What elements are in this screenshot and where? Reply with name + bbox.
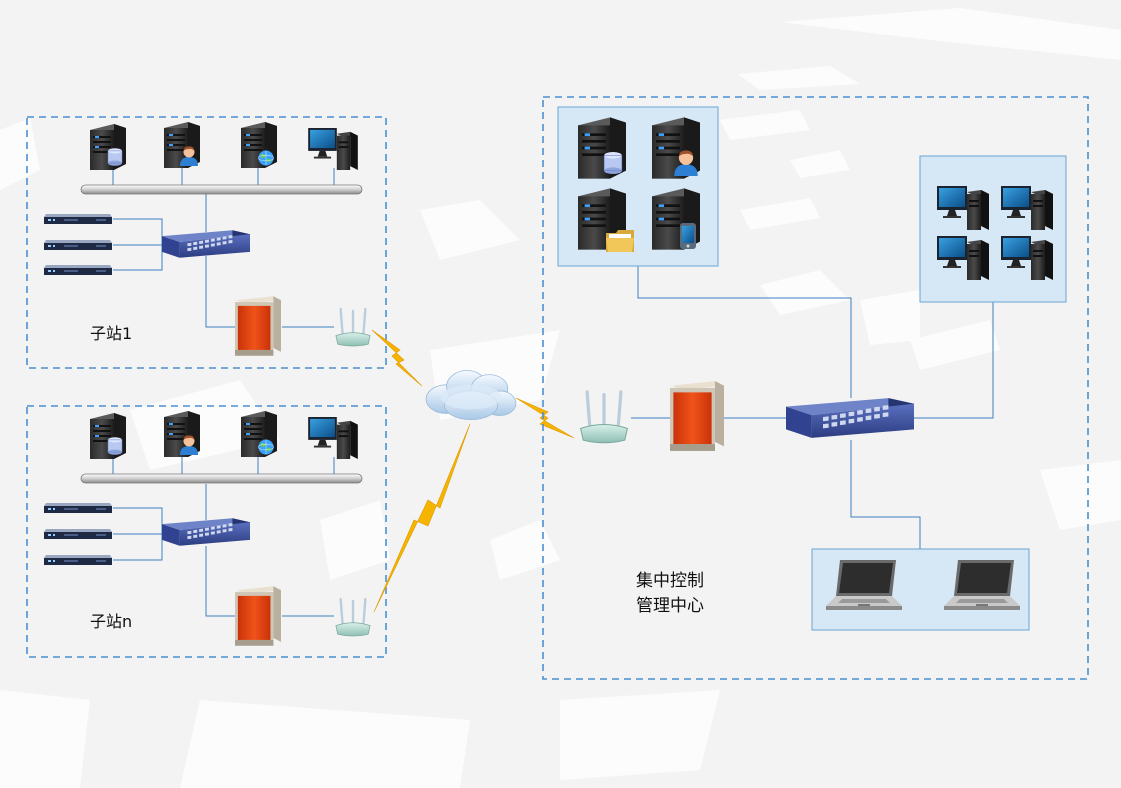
- control-center-links: [631, 266, 994, 549]
- station-1-switch-icon: [162, 230, 250, 258]
- cc-router-icon: [578, 390, 630, 445]
- database-icon: [107, 436, 123, 456]
- station-n-server-db: [90, 413, 126, 459]
- control-center: 集中控制 管理中心: [542, 96, 1089, 680]
- station-n-workstation-icon: [308, 417, 358, 459]
- station-1-router-icon: [334, 307, 372, 348]
- station-n-server-user: [164, 411, 200, 457]
- folder-icon: [606, 230, 634, 252]
- station-1-rack-unit-icon: [44, 240, 112, 250]
- lightning-link-icon: [371, 329, 423, 387]
- station-1-rack-unit-icon: [44, 214, 112, 224]
- cc-server-db: [578, 117, 626, 179]
- station-1-rack-unit-icon: [44, 265, 112, 275]
- station-1-workstation-icon: [308, 128, 358, 170]
- database-icon: [107, 147, 123, 167]
- control-center-label-line2: 管理中心: [636, 596, 704, 616]
- station-1-server-user: [164, 122, 200, 168]
- cc-server-mobile: [652, 188, 700, 250]
- database-icon: [603, 151, 623, 175]
- station-n-rack-unit-icon: [44, 555, 112, 565]
- station-1-firewall-icon: [235, 296, 281, 356]
- station-1-server-db: [90, 124, 126, 170]
- station-n-rack-unit-icon: [44, 529, 112, 539]
- station-1-bus: [80, 184, 363, 195]
- control-center-label-line1: 集中控制: [636, 571, 704, 591]
- station-1-server-web: [241, 122, 277, 168]
- station-n-switch-icon: [162, 518, 250, 546]
- station-n-boundary: [26, 405, 387, 658]
- cc-firewall-icon: [670, 381, 724, 451]
- station-n-firewall-icon: [235, 586, 281, 646]
- station-1-boundary: [26, 116, 387, 369]
- globe-icon: [258, 439, 274, 455]
- cc-server-file: [578, 188, 634, 252]
- station-n-router-icon: [334, 597, 372, 638]
- lightning-link-icon: [515, 397, 575, 439]
- control-center-boundary: [542, 96, 1089, 680]
- station-n-label: 子站n: [90, 612, 132, 631]
- station-1-label: 子站1: [90, 324, 132, 343]
- station-n-bus: [80, 473, 363, 484]
- globe-icon: [258, 150, 274, 166]
- cc-server-user: [652, 117, 700, 179]
- cc-switch-icon: [786, 398, 914, 438]
- station-n-rack-unit-icon: [44, 503, 112, 513]
- station-1: 子站1: [26, 116, 387, 369]
- wan-links: [371, 329, 575, 613]
- lightning-link-icon: [373, 423, 471, 613]
- mobile-phone-icon: [680, 223, 696, 249]
- station-n-server-web: [241, 411, 277, 457]
- station-n: 子站n: [26, 405, 387, 658]
